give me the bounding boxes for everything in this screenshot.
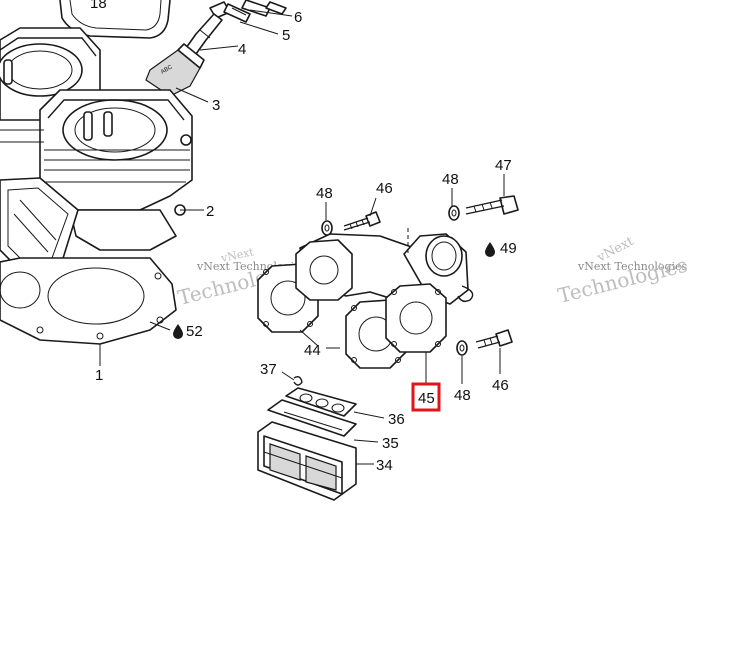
watermark-right: vNext vNext Technologies Technologies (555, 234, 689, 308)
base-gasket-part-1 (0, 257, 177, 345)
oil-drop-icon (485, 242, 495, 257)
leader-lines (99, 9, 505, 465)
callout-46-upper: 46 (376, 180, 393, 197)
head-gasket-part-18 (59, 0, 171, 39)
reed-block-part-34 (257, 421, 357, 501)
callout-48-upper-right: 48 (442, 171, 459, 188)
washer-part-48-upper-right (448, 205, 460, 221)
svg-text:45: 45 (418, 390, 435, 407)
callout-6: 6 (294, 9, 302, 26)
callout-1: 1 (95, 367, 103, 384)
callout-47: 47 (495, 157, 512, 174)
bolt-part-46-lower (475, 329, 513, 349)
bolt-part-47 (465, 195, 519, 215)
callout-36: 36 (388, 411, 405, 428)
piston-pin-part-3: ABC (145, 43, 205, 97)
callout-52: 52 (186, 323, 203, 340)
callout-37: 37 (260, 361, 277, 378)
cylinder-block-part-2 (0, 27, 193, 271)
svg-text:ABC: ABC (160, 64, 174, 76)
bolt-part-46-upper (343, 211, 381, 231)
callout-35: 35 (382, 435, 399, 452)
exhaust-manifold-part-45 (295, 228, 474, 353)
callout-4: 4 (238, 41, 246, 58)
oil-drop-icon (173, 324, 183, 339)
spring-part-5 (223, 3, 251, 23)
reed-petal-part-36 (285, 387, 357, 417)
callout-45-highlighted[interactable]: 45 (411, 382, 441, 412)
reed-valve-part-37 (293, 375, 303, 386)
callout-2: 2 (206, 203, 214, 220)
washer-part-48-upper-left (321, 220, 333, 236)
svg-text:vNext Technologies: vNext Technologies (577, 260, 688, 273)
callout-5: 5 (282, 27, 290, 44)
callout-44: 44 (304, 342, 321, 359)
reed-stopper-part-35 (267, 399, 357, 437)
valve-stem-part-4 (185, 1, 231, 55)
callout-34: 34 (376, 457, 393, 474)
washer-part-6 (241, 0, 287, 17)
callout-labels: 18 6 5 4 3 2 52 1 48 46 47 48 49 44 37 3… (90, 0, 517, 474)
callout-46-lower: 46 (492, 377, 509, 394)
callout-48-lower: 48 (454, 387, 471, 404)
callout-49: 49 (500, 240, 517, 257)
callout-48-upper-left: 48 (316, 185, 333, 202)
callout-18: 18 (90, 0, 107, 12)
washer-part-48-lower (456, 340, 468, 356)
callout-3: 3 (212, 97, 220, 114)
